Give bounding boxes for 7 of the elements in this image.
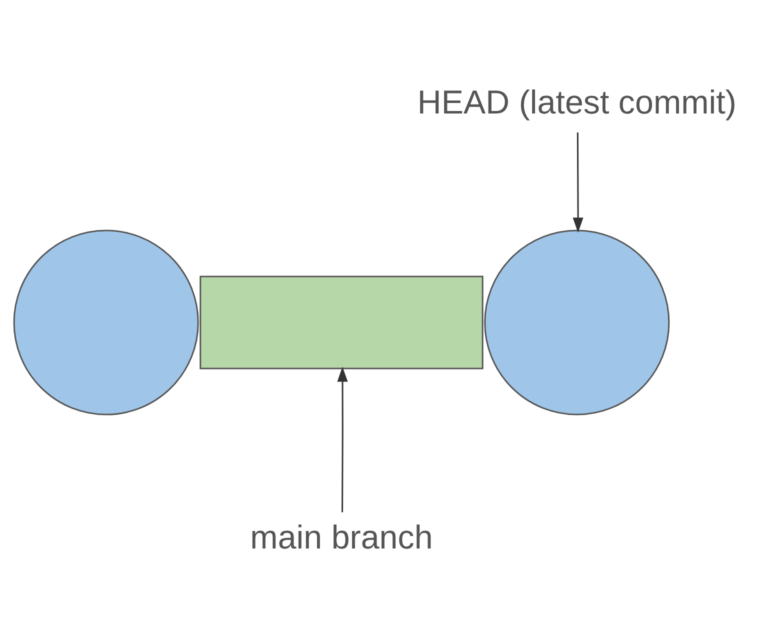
arrow — [572, 132, 584, 232]
node-text: main branch — [250, 518, 433, 556]
node-bar — [200, 275, 484, 369]
node-circle — [13, 229, 199, 415]
node-text: HEAD (latest commit) — [417, 84, 736, 122]
node-circle — [484, 229, 670, 415]
arrow — [337, 366, 348, 512]
